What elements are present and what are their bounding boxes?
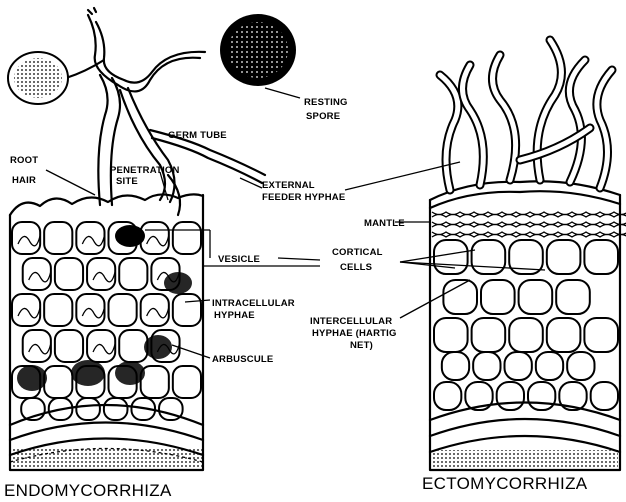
endomycorrhiza-root-section — [10, 194, 203, 470]
ecto-cortical-cell — [547, 318, 581, 352]
endo-cortical-cell — [173, 366, 201, 398]
ecto-cortical-cell — [472, 318, 506, 352]
label-intracellular-hyphae: HYPHAE — [214, 310, 255, 321]
label-root: ROOT — [10, 155, 38, 166]
label-vesicle: VESICLE — [218, 254, 260, 265]
label-site: SITE — [116, 176, 138, 187]
endo-cortical-cell — [76, 222, 104, 254]
endo-cortical-cell — [55, 258, 83, 290]
endo-cortical-cell — [104, 398, 128, 420]
label-feeder-hyphae: FEEDER HYPHAE — [262, 192, 345, 203]
vesicle-shape — [115, 225, 145, 247]
endo-cortical-cell — [12, 294, 40, 326]
title-endomycorrhiza: ENDOMYCORRHIZA — [4, 481, 172, 500]
mantle-hyphae — [432, 232, 626, 235]
ecto-cortical-cell — [591, 382, 618, 410]
ecto-cortical-cell — [497, 382, 524, 410]
ecto-cortical-cell — [584, 318, 618, 352]
ecto-cortical-cell — [434, 382, 461, 410]
ecto-external-hyphae — [440, 40, 612, 190]
endo-cortical-cell — [119, 258, 147, 290]
ecto-cortical-cell — [536, 352, 563, 380]
ecto-cortical-cell — [509, 318, 543, 352]
ecto-cortical-cell — [528, 382, 555, 410]
label-cells: CELLS — [340, 262, 372, 273]
ecto-cortical-cell — [473, 352, 500, 380]
label-resting: RESTING — [304, 97, 348, 108]
endo-cortical-cell — [141, 366, 169, 398]
endo-cortical-cell — [76, 398, 100, 420]
ecto-cortical-cell — [434, 318, 468, 352]
title-ectomycorrhiza: ECTOMYCORRHIZA — [422, 474, 588, 493]
label-hair: HAIR — [12, 175, 36, 186]
ecto-cortical-cell — [472, 240, 506, 274]
label-intracellular: INTRACELLULAR — [212, 298, 295, 309]
endo-cortical-cell — [173, 222, 201, 254]
endo-cortical-cell — [87, 258, 115, 290]
label-net: NET) — [350, 340, 373, 351]
endo-cortical-cell — [55, 330, 83, 362]
label-penetration: PENETRATION — [110, 165, 180, 176]
ectomycorrhiza-root-section — [430, 181, 626, 470]
ecto-cortical-cell — [442, 352, 469, 380]
endo-cortical-cell — [12, 222, 40, 254]
label-arbuscule: ARBUSCULE — [212, 354, 273, 365]
mantle-hyphae — [432, 215, 626, 218]
label-spore: SPORE — [306, 111, 340, 122]
label-germ-tube: GERM TUBE — [168, 130, 227, 141]
endo-cortical-cell — [141, 294, 169, 326]
mantle-hyphae — [432, 225, 626, 228]
endo-cortical-cell — [44, 366, 72, 398]
ecto-cortical-cell — [567, 352, 594, 380]
mantle-hyphae — [432, 235, 626, 238]
endo-cortical-cell — [23, 330, 51, 362]
endo-cortical-cell — [119, 330, 147, 362]
ecto-cortical-cell — [556, 280, 590, 314]
ecto-cortical-cell — [434, 240, 468, 274]
label-external: EXTERNAL — [262, 180, 315, 191]
endo-cortical-cell — [109, 294, 137, 326]
label-mantle: MANTLE — [364, 218, 405, 229]
mantle-hyphae — [432, 212, 626, 215]
ecto-cortical-cell — [505, 352, 532, 380]
label-intercellular: INTERCELLULAR — [310, 316, 392, 327]
endo-cortical-cell — [141, 222, 169, 254]
ecto-cortical-cell — [547, 240, 581, 274]
endo-cortical-cell — [173, 294, 201, 326]
label-cortical: CORTICAL — [332, 247, 383, 258]
ecto-cortical-cell — [584, 240, 618, 274]
endo-cortical-cell — [44, 222, 72, 254]
ecto-cortical-cell — [481, 280, 515, 314]
endo-cortical-cell — [23, 258, 51, 290]
endo-cortical-cell — [44, 294, 72, 326]
ecto-cortical-cell — [519, 280, 553, 314]
label-hartig: HYPHAE (HARTIG — [312, 328, 397, 339]
endo-cortical-cell — [76, 294, 104, 326]
mantle-hyphae — [432, 222, 626, 225]
endo-cortical-cell — [87, 330, 115, 362]
